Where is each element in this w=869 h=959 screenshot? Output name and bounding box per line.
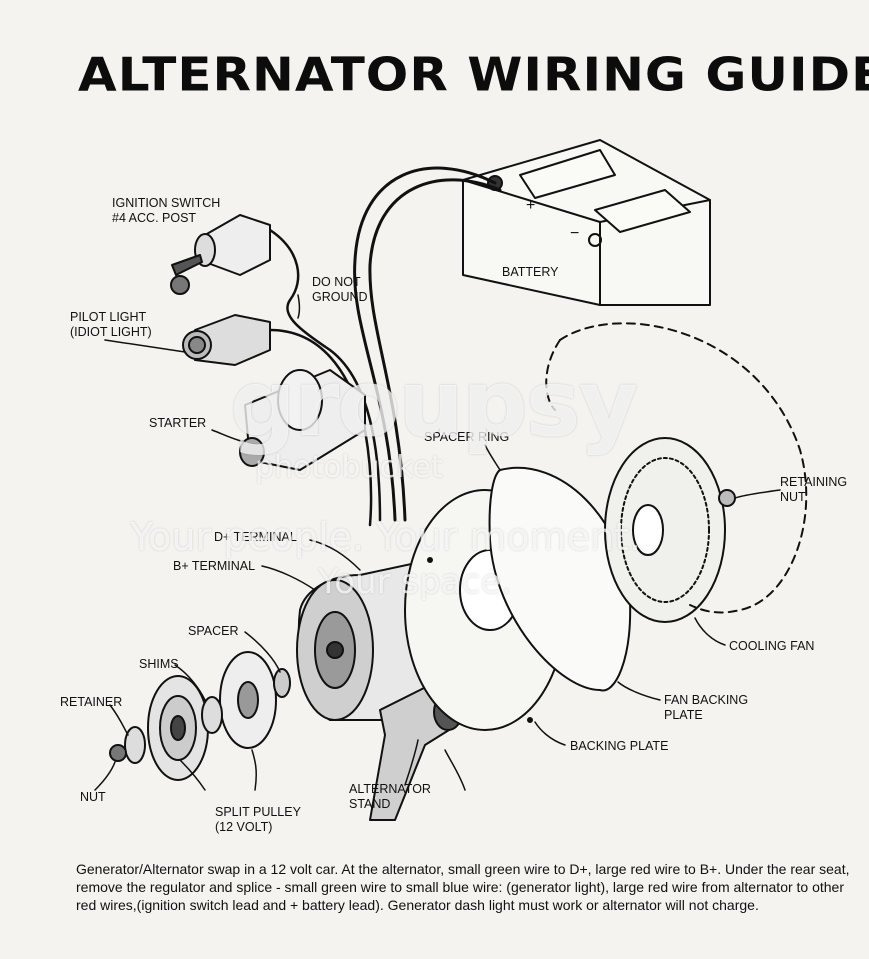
shims-illustration (201, 696, 223, 734)
battery-minus-mark: − (570, 225, 580, 242)
label-retainer: RETAINER (60, 695, 123, 709)
battery-plus-mark: + (526, 197, 536, 214)
watermark-host: photobucket (255, 450, 443, 485)
watermark-tagline-1: Your people. Your moment. (130, 515, 642, 559)
label-retaining-nut: RETAINING NUT (780, 475, 848, 504)
label-pilot-light: PILOT LIGHT (IDIOT LIGHT) (70, 310, 152, 339)
cooling-fan-illustration (604, 437, 726, 623)
label-shims: SHIMS (139, 657, 179, 671)
ignition-switch-illustration (170, 214, 271, 295)
fan-backing-plate-illustration (488, 466, 632, 692)
label-backing-plate: BACKING PLATE (570, 739, 669, 753)
label-spacer-ring: SPACER RING (424, 430, 510, 444)
caption-text: Generator/Alternator swap in a 12 volt c… (76, 861, 850, 913)
pilot-light-illustration (182, 314, 271, 366)
split-pulley-illustration (147, 651, 277, 781)
retaining-nut-illustration (718, 489, 736, 507)
watermark-tagline-2: Your space. (318, 562, 512, 602)
label-do-not-ground: DO NOT GROUND (312, 275, 368, 304)
label-ignition-switch: IGNITION SWITCH #4 ACC. POST (112, 196, 221, 225)
starter-illustration (239, 369, 366, 471)
label-b-plus-terminal: B+ TERMINAL (173, 559, 256, 573)
battery-illustration (462, 139, 711, 306)
label-starter: STARTER (149, 416, 207, 430)
label-split-pulley: SPLIT PULLEY (12 VOLT) (215, 805, 301, 834)
label-battery: BATTERY (502, 265, 559, 279)
label-nut: NUT (80, 790, 106, 804)
label-spacer: SPACER (188, 624, 239, 638)
spacer-illustration (273, 668, 291, 698)
label-cooling-fan: COOLING FAN (729, 639, 815, 653)
watermark-brand: groupsy (230, 350, 639, 457)
label-d-plus-terminal: D+ TERMINAL (214, 530, 297, 544)
page-title: ALTERNATOR WIRING GUIDE (78, 48, 869, 102)
retainer-illustration (124, 726, 146, 764)
label-fan-backing-plate: FAN BACKING PLATE (664, 693, 749, 722)
label-alternator-stand: ALTERNATOR STAND (349, 782, 431, 811)
nut-illustration (109, 744, 127, 762)
